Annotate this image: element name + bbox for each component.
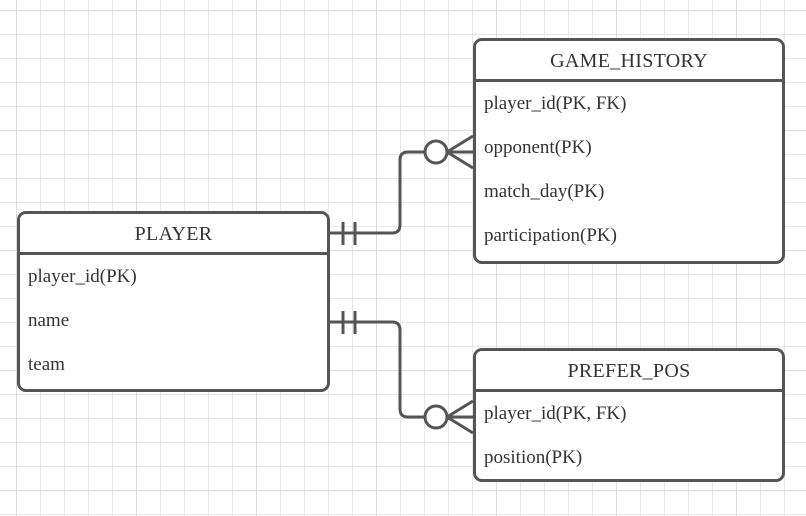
entity-player-title: PLAYER <box>20 214 327 255</box>
entity-game-history-title: GAME_HISTORY <box>476 41 782 82</box>
relationship-player-prefer_pos[interactable] <box>330 311 474 435</box>
relationship-player-game_history[interactable] <box>330 134 474 245</box>
attribute-row: player_id(PK, FK) <box>484 93 627 114</box>
entity-player[interactable]: PLAYER player_id(PK) name team <box>17 211 330 392</box>
attribute-row: player_id(PK) <box>28 266 137 287</box>
entity-prefer-pos-attributes: player_id(PK, FK) position(PK) <box>476 392 782 479</box>
entity-game-history[interactable]: GAME_HISTORY player_id(PK, FK) opponent(… <box>473 38 785 264</box>
attribute-row: opponent(PK) <box>484 137 592 158</box>
attribute-row: position(PK) <box>484 447 583 468</box>
cardinality-zero-circle-2 <box>423 404 449 430</box>
cardinality-many-crowfoot-2 <box>446 399 474 435</box>
attribute-row: player_id(PK, FK) <box>484 403 627 424</box>
attribute-row: team <box>28 354 65 375</box>
entity-prefer-pos-title: PREFER_POS <box>476 351 782 392</box>
entity-player-attributes: player_id(PK) name team <box>20 255 327 387</box>
entity-game-history-attributes: player_id(PK, FK) opponent(PK) match_day… <box>476 82 782 258</box>
attribute-row: participation(PK) <box>484 225 617 246</box>
cardinality-many-crowfoot <box>446 134 474 170</box>
cardinality-zero-circle <box>423 139 449 165</box>
attribute-row: name <box>28 310 70 331</box>
attribute-row: match_day(PK) <box>484 181 605 202</box>
entity-prefer-pos[interactable]: PREFER_POS player_id(PK, FK) position(PK… <box>473 348 785 482</box>
